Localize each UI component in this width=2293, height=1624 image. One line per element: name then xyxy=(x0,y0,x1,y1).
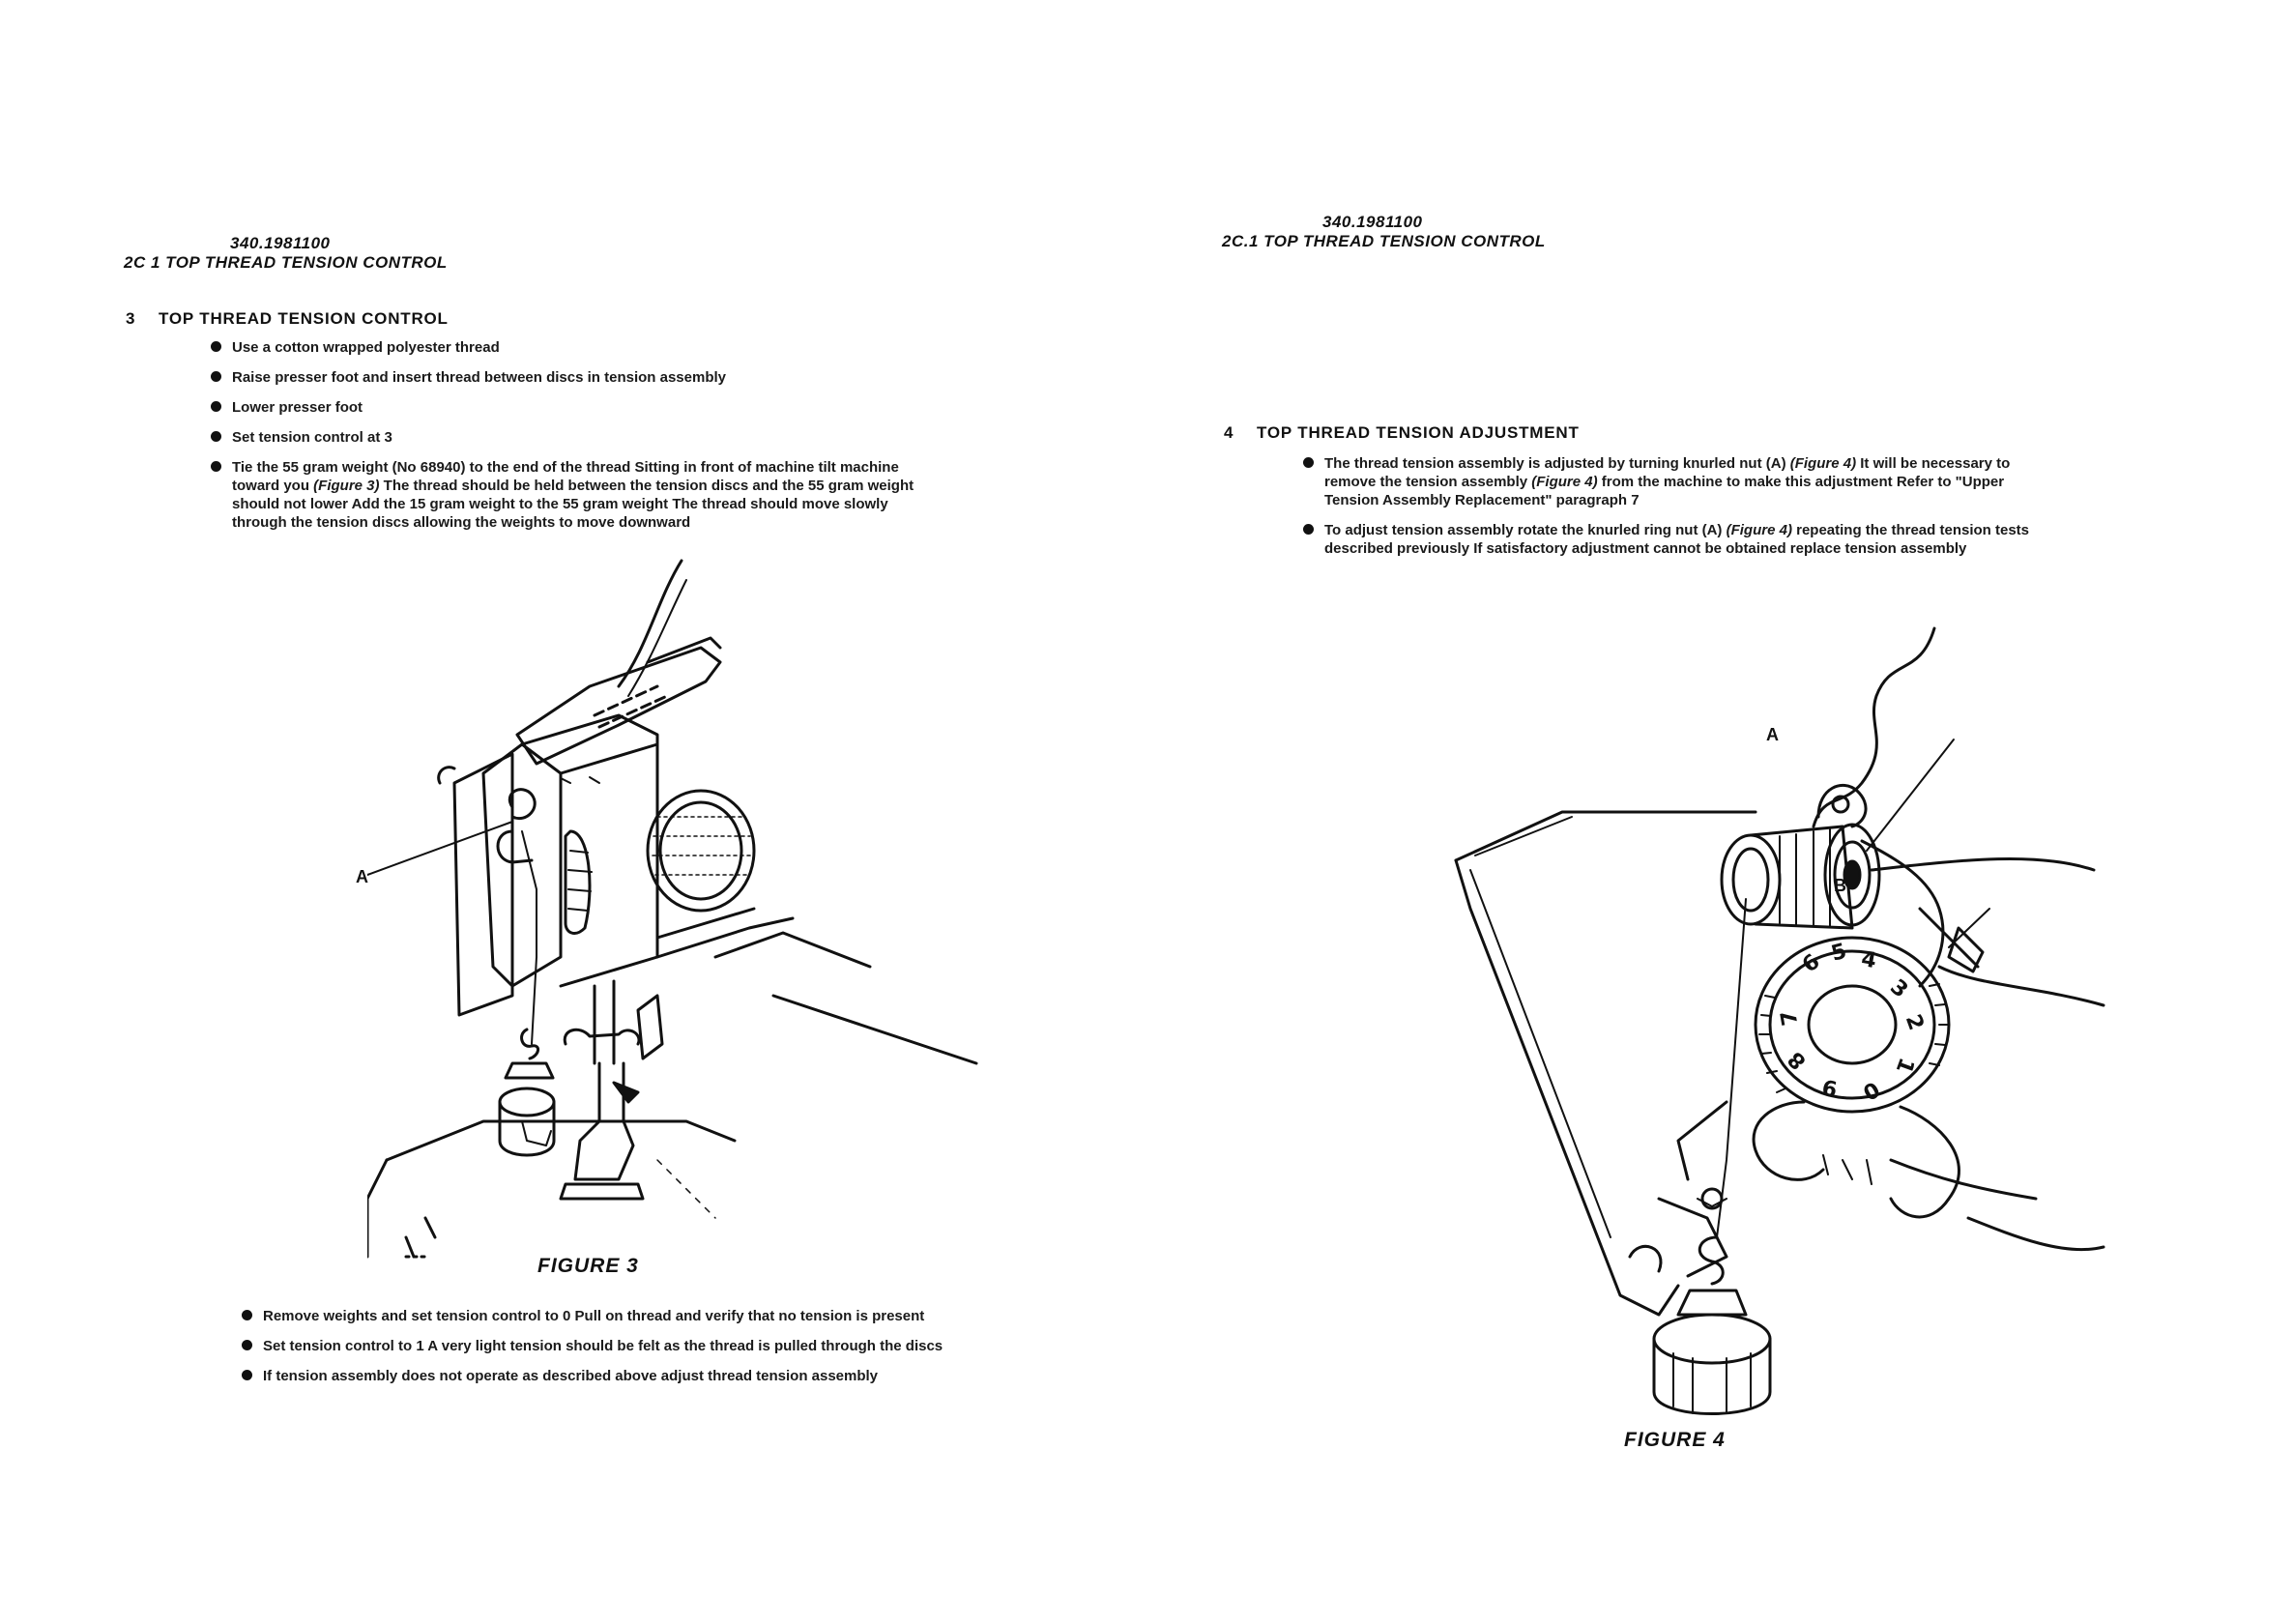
figure-reference: (Figure 3) xyxy=(313,478,380,494)
figure-3-illustration xyxy=(367,559,978,1259)
list-item: Set tension control at 3 xyxy=(211,428,926,447)
list-item-text: Use a cotton wrapped polyester thread xyxy=(232,339,500,356)
bullet-icon xyxy=(1303,524,1314,535)
dial-number-2: 2 xyxy=(1901,1011,1929,1033)
dial-number-0: 0 xyxy=(1858,1076,1883,1104)
dial-number-4: 4 xyxy=(1859,947,1877,973)
section-title: TOP THREAD TENSION CONTROL xyxy=(159,309,449,328)
dial-number-1: 1 xyxy=(1891,1055,1919,1077)
instruction-list: Use a cotton wrapped polyester thread Ra… xyxy=(211,338,926,543)
dial-number-5: 5 xyxy=(1829,940,1849,967)
section-heading: 4 TOP THREAD TENSION ADJUSTMENT xyxy=(1224,423,1580,443)
left-page: 340.1981100 2C 1 TOP THREAD TENSION CONT… xyxy=(0,0,1146,1624)
figure-4-illustration: 6 5 4 3 2 1 0 9 8 7 xyxy=(1454,626,2105,1415)
instruction-list: The thread tension assembly is adjusted … xyxy=(1303,454,2040,569)
bullet-icon xyxy=(1303,457,1314,468)
bullet-icon xyxy=(242,1340,252,1350)
bullet-icon xyxy=(211,341,221,352)
list-item: Set tension control to 1 A very light te… xyxy=(242,1337,1005,1355)
list-item: Lower presser foot xyxy=(211,398,926,417)
bullet-icon xyxy=(211,461,221,472)
list-item: If tension assembly does not operate as … xyxy=(242,1367,1005,1385)
list-item: Raise presser foot and insert thread bet… xyxy=(211,368,926,387)
list-item-text: To adjust tension assembly rotate the kn… xyxy=(1324,522,2029,557)
post-figure-instruction-list: Remove weights and set tension control t… xyxy=(242,1307,1005,1397)
list-item: Use a cotton wrapped polyester thread xyxy=(211,338,926,357)
list-item-text: Remove weights and set tension control t… xyxy=(263,1308,925,1324)
figure-reference: (Figure 4) xyxy=(1531,474,1598,490)
callout-label-a: A xyxy=(356,867,368,886)
list-item-text: Raise presser foot and insert thread bet… xyxy=(232,369,726,386)
list-item: Remove weights and set tension control t… xyxy=(242,1307,1005,1325)
section-title: TOP THREAD TENSION ADJUSTMENT xyxy=(1257,423,1580,442)
section-heading: 3 TOP THREAD TENSION CONTROL xyxy=(126,309,449,329)
document-code: 340.1981100 xyxy=(1322,213,1423,231)
bullet-icon xyxy=(211,371,221,382)
page-header-title: 2C 1 TOP THREAD TENSION CONTROL xyxy=(124,253,448,272)
bullet-icon xyxy=(211,401,221,412)
dial-number-7: 7 xyxy=(1777,1008,1803,1027)
list-item-text: The thread tension assembly is adjusted … xyxy=(1324,455,2011,508)
right-page: 340.1981100 2C.1 TOP THREAD TENSION CONT… xyxy=(1146,0,2293,1624)
section-number: 3 xyxy=(126,309,136,328)
list-item-text: If tension assembly does not operate as … xyxy=(263,1368,879,1384)
page-header-title: 2C.1 TOP THREAD TENSION CONTROL xyxy=(1222,232,1546,250)
bullet-icon xyxy=(242,1310,252,1320)
list-item-text: Set tension control to 1 A very light te… xyxy=(263,1338,943,1354)
list-item: The thread tension assembly is adjusted … xyxy=(1303,454,2040,509)
dial-number-3: 3 xyxy=(1885,975,1912,1003)
figure-reference: (Figure 4) xyxy=(1726,522,1792,538)
figure-4-caption: FIGURE 4 xyxy=(1624,1429,1726,1451)
list-item-text: Lower presser foot xyxy=(232,399,363,416)
section-number: 4 xyxy=(1224,423,1234,442)
list-item-text: Tie the 55 gram weight (No 68940) to the… xyxy=(232,459,914,531)
figure-3-caption: FIGURE 3 xyxy=(537,1255,639,1277)
list-item: To adjust tension assembly rotate the kn… xyxy=(1303,521,2040,558)
dial-number-9: 9 xyxy=(1820,1074,1839,1100)
bullet-icon xyxy=(242,1370,252,1380)
callout-label-b: B xyxy=(1834,876,1846,895)
list-item: Tie the 55 gram weight (No 68940) to the… xyxy=(211,458,926,532)
figure-reference: (Figure 4) xyxy=(1789,455,1857,472)
dial-number-6: 6 xyxy=(1798,950,1825,978)
bullet-icon xyxy=(211,431,221,442)
document-code: 340.1981100 xyxy=(230,234,331,252)
list-item-text: Set tension control at 3 xyxy=(232,429,392,446)
callout-label-a: A xyxy=(1766,725,1779,744)
